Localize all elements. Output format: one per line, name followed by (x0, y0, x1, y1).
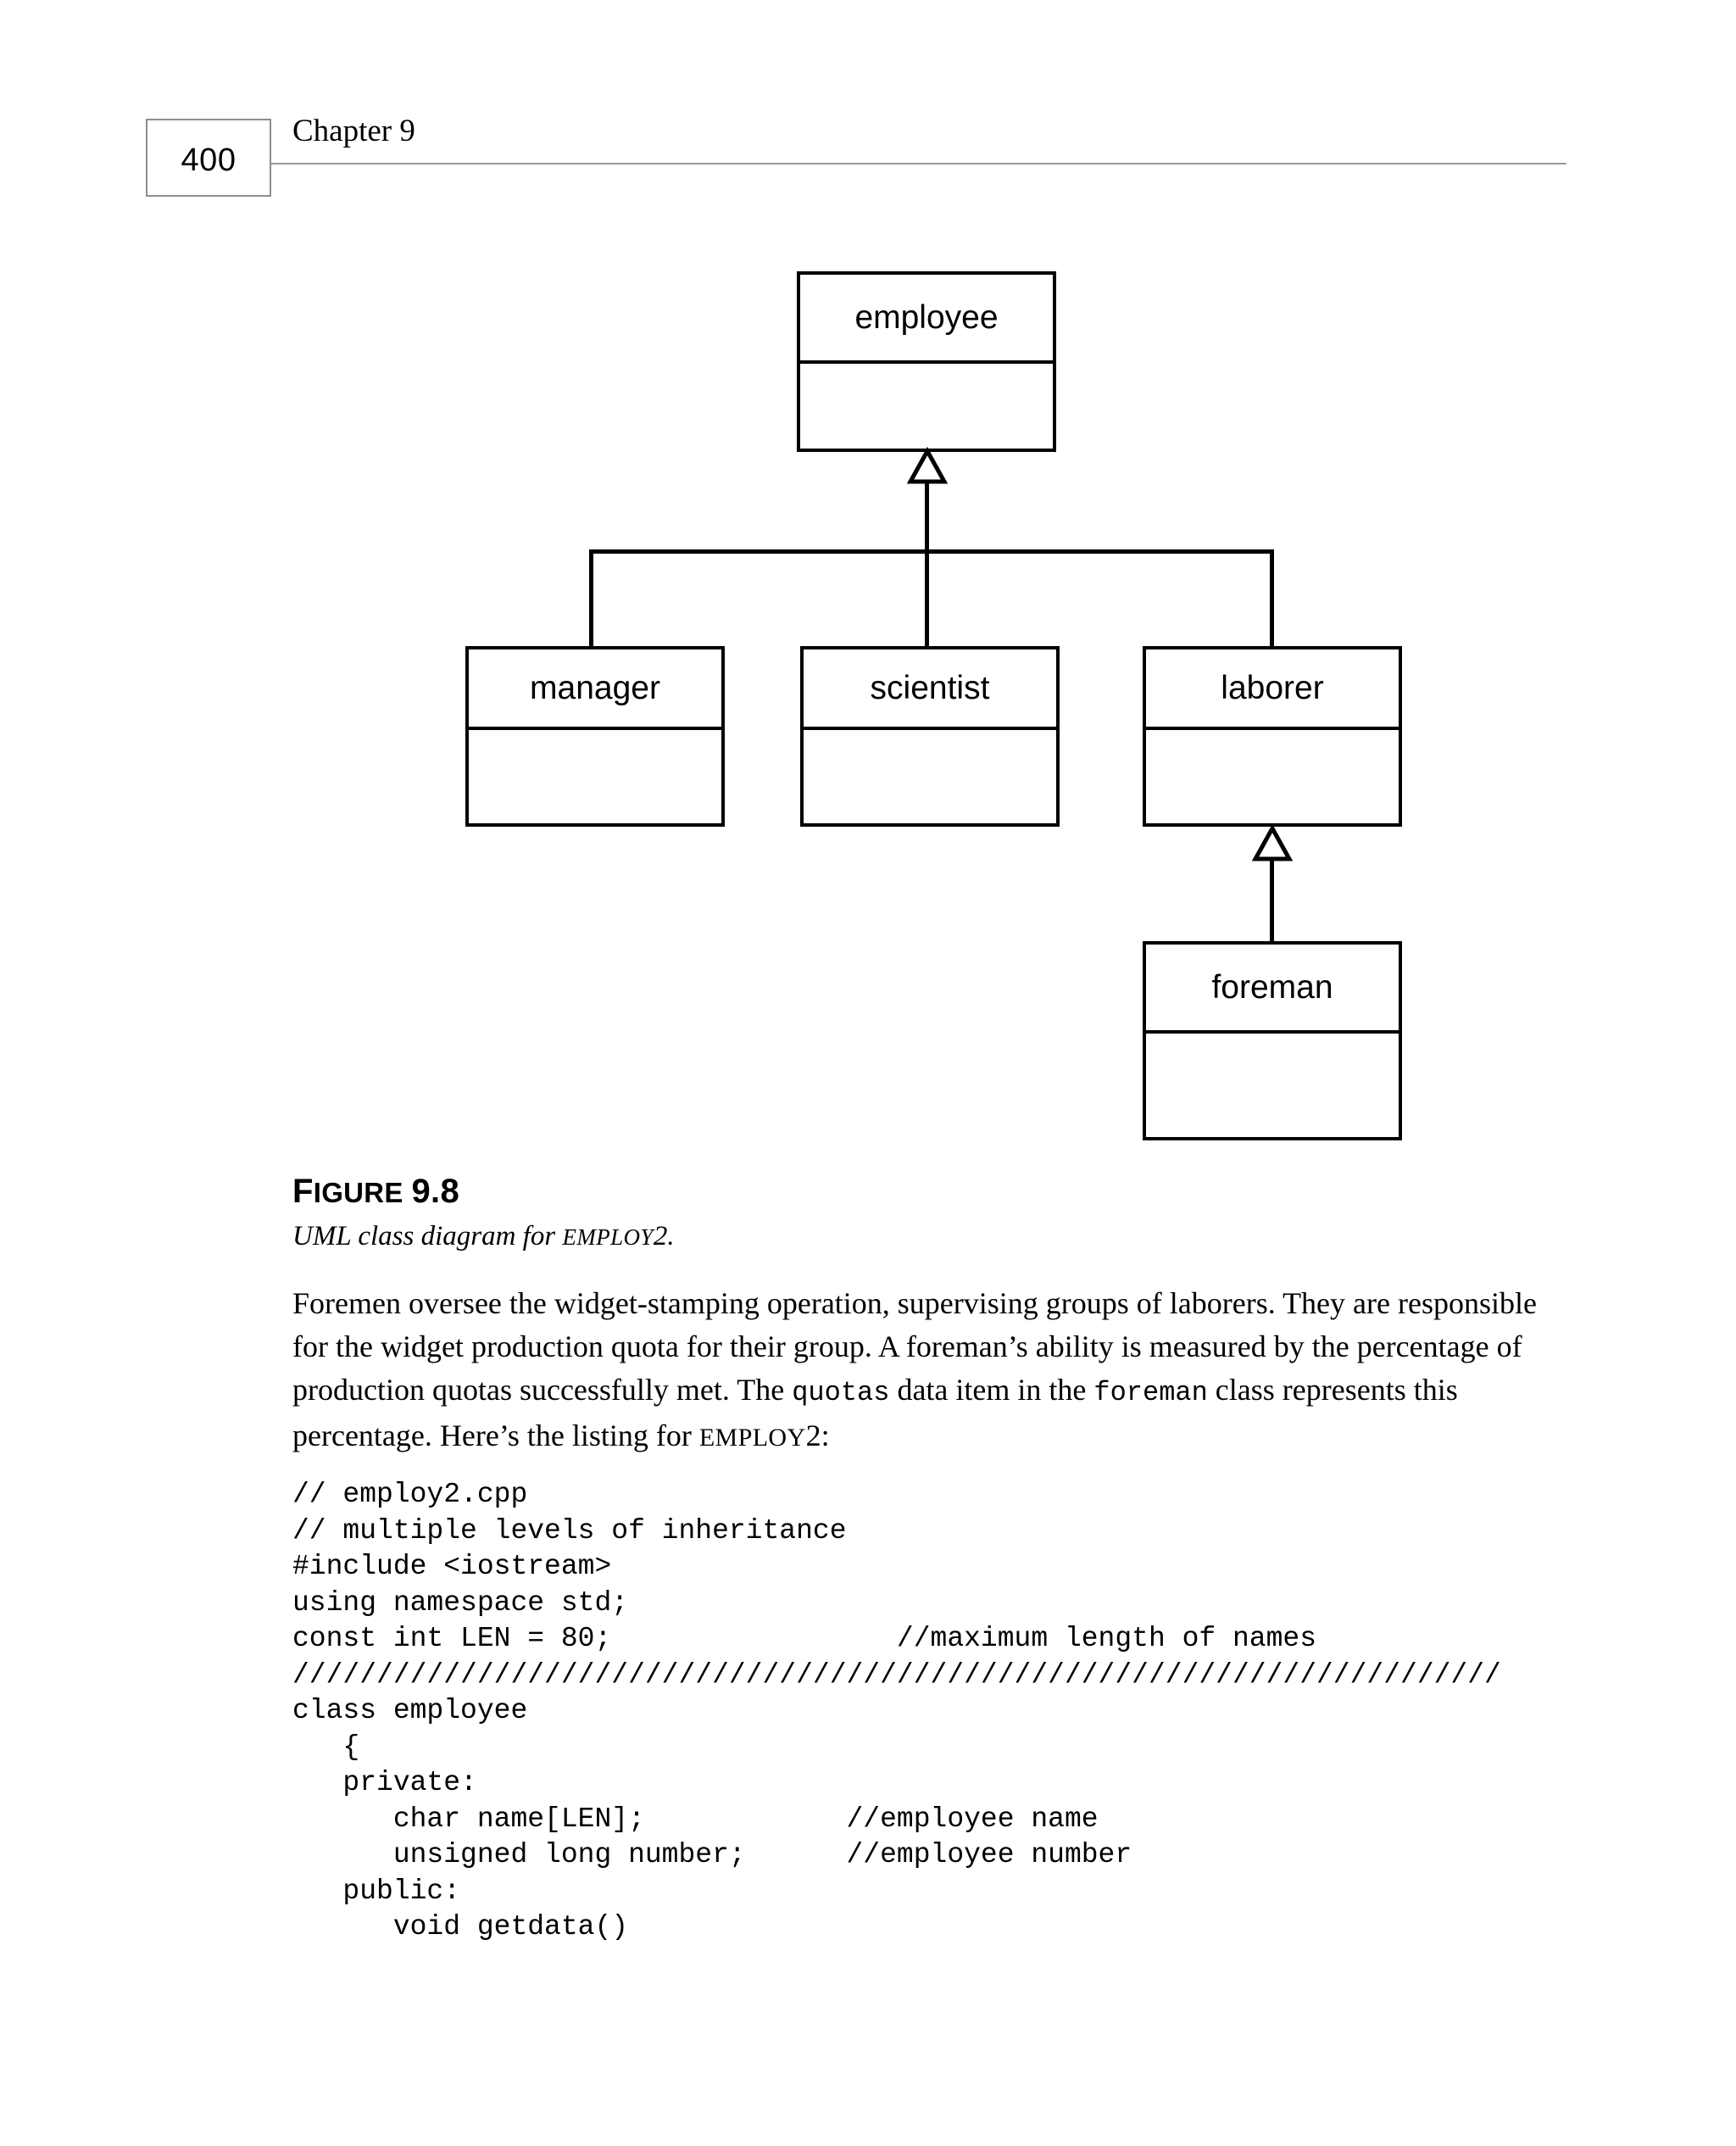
connector-employee-stem (925, 480, 929, 553)
uml-class-foreman: foreman (1143, 941, 1402, 1140)
uml-class-laborer: laborer (1143, 646, 1402, 827)
figure-number: 9.8 (411, 1173, 460, 1210)
inline-code-quotas: quotas (792, 1377, 890, 1408)
uml-attributes-foreman (1146, 1034, 1399, 1137)
body-paragraph: Foremen oversee the widget-stamping oper… (292, 1282, 1564, 1459)
generalization-arrow-to-employee (906, 446, 949, 484)
uml-compartment-divider (469, 727, 721, 730)
code-text: // employ2.cpp // multiple levels of inh… (292, 1479, 1501, 1943)
connector-drop-manager (589, 549, 593, 648)
uml-attributes-employee (800, 364, 1053, 449)
uml-class-name-laborer: laborer (1221, 669, 1324, 706)
generalization-arrow-to-laborer (1251, 823, 1294, 861)
inline-code-foreman: foreman (1093, 1377, 1208, 1408)
figure-caption-program-name: EMPLOY (562, 1224, 654, 1250)
page-number-box: 400 (146, 119, 271, 197)
header-rule (271, 163, 1566, 164)
figure-label-spacer (403, 1177, 412, 1209)
figure-label: FIGURE 9.8 (292, 1173, 459, 1211)
code-listing: // employ2.cpp // multiple levels of inh… (292, 1477, 1501, 1946)
uml-class-name-manager: manager (530, 669, 660, 706)
uml-compartment-divider (804, 727, 1056, 730)
chapter-label: Chapter 9 (292, 114, 415, 148)
uml-attributes-laborer (1146, 730, 1399, 823)
paragraph-segment-3: class represents this percentage. Here’s… (292, 1373, 1458, 1452)
figure-caption-text: UML class diagram for (292, 1221, 563, 1251)
uml-attributes-manager (469, 730, 721, 823)
uml-class-name-foreman: foreman (1211, 968, 1333, 1006)
page-number: 400 (181, 142, 236, 178)
uml-compartment-divider (1146, 1030, 1399, 1034)
connector-foreman-stem (1270, 857, 1274, 943)
uml-class-manager: manager (465, 646, 725, 827)
uml-class-diagram: employee manager scientist laborer (465, 271, 1402, 1140)
connector-sibling-bus (589, 549, 1274, 554)
uml-class-name-scientist: scientist (870, 669, 990, 706)
uml-attributes-scientist (804, 730, 1056, 823)
uml-class-scientist: scientist (800, 646, 1060, 827)
figure-caption-suffix: 2. (653, 1221, 675, 1251)
figure-caption: UML class diagram for EMPLOY2. (292, 1221, 675, 1252)
figure-label-initial: F (292, 1173, 314, 1210)
paragraph-segment-4: 2: (805, 1419, 830, 1452)
figure-label-word: IGURE (313, 1177, 403, 1208)
uml-class-name-employee: employee (854, 298, 999, 336)
uml-class-employee: employee (797, 271, 1056, 452)
connector-drop-laborer (1270, 549, 1274, 648)
paragraph-segment-1: Foremen oversee the widget-stamping oper… (292, 1286, 1537, 1407)
connector-drop-scientist (925, 549, 929, 648)
inline-smallcaps-employ: EMPLOY (698, 1424, 806, 1452)
paragraph-segment-2: data item in the (889, 1373, 1094, 1407)
uml-compartment-divider (1146, 727, 1399, 730)
uml-compartment-divider (800, 360, 1053, 364)
